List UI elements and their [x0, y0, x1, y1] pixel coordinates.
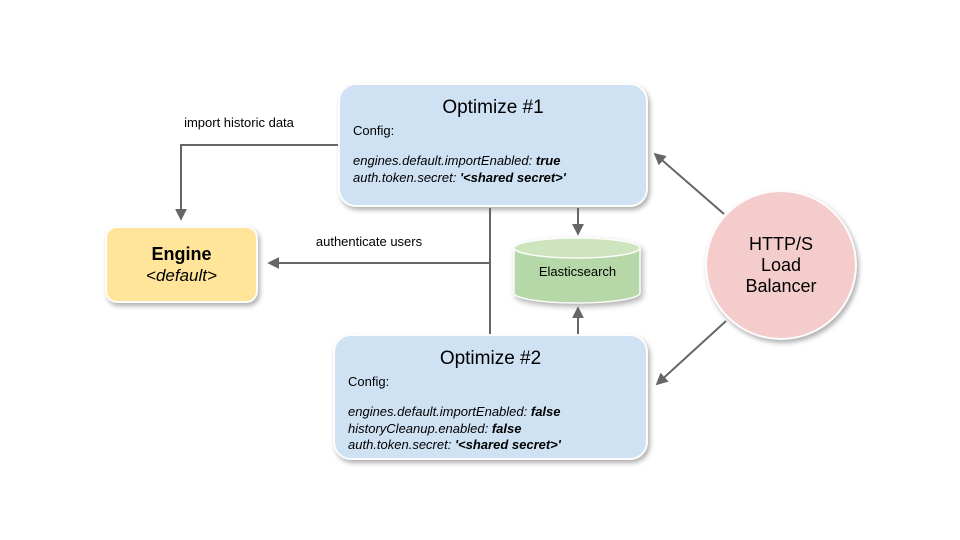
edge-loadbalancer-optimize2 [655, 320, 727, 386]
load-balancer-label-line: Balancer [745, 275, 817, 296]
elasticsearch-label: Elasticsearch [538, 264, 617, 279]
config-line: auth.token.secret: '<shared secret>' [353, 170, 633, 187]
node-engine: Engine <default> [105, 226, 258, 303]
edge-loadbalancer-optimize1 [653, 152, 725, 215]
node-optimize-2: Optimize #2 Config: engines.default.impo… [333, 334, 648, 460]
cylinder-body [513, 247, 641, 304]
config-line-value: '<shared secret>' [459, 169, 566, 185]
optimize-1-title: Optimize #1 [442, 97, 544, 118]
config-line: engines.default.importEnabled: true [353, 153, 633, 170]
engine-subtitle: <default> [146, 266, 217, 285]
optimize-1-config-label: Config: [353, 123, 395, 138]
node-load-balancer: HTTP/S Load Balancer [705, 190, 857, 340]
authenticate-users-label: authenticate users [315, 234, 423, 249]
node-optimize-1: Optimize #1 Config: engines.default.impo… [338, 83, 648, 207]
config-line-value: false [491, 420, 522, 436]
config-line-key: engines.default.importEnabled: [348, 404, 531, 419]
cylinder-top [513, 237, 641, 259]
config-line-key: historyCleanup.enabled: [348, 420, 492, 436]
config-line: engines.default.importEnabled: false [348, 404, 633, 421]
config-line: historyCleanup.enabled: false [348, 421, 633, 438]
optimize-2-title: Optimize #2 [439, 348, 542, 369]
config-line-key: auth.token.secret: [353, 169, 460, 185]
edge-import-historic-data [175, 144, 338, 221]
config-line-value: '<shared secret>' [454, 437, 561, 452]
config-line-value: true [535, 153, 561, 168]
engine-title: Engine [151, 244, 212, 264]
config-line-key: engines.default.importEnabled: [353, 153, 536, 168]
database-cylinder-icon [513, 237, 641, 304]
config-line: auth.token.secret: '<shared secret>' [348, 437, 633, 454]
load-balancer-label-line: HTTP/S [748, 233, 813, 254]
config-line-value: false [530, 404, 561, 419]
import-historic-data-label: import historic data [184, 115, 294, 130]
load-balancer-label-line: Load [760, 254, 802, 275]
config-line-key: auth.token.secret: [348, 437, 455, 452]
optimize-2-config-label: Config: [348, 374, 390, 389]
